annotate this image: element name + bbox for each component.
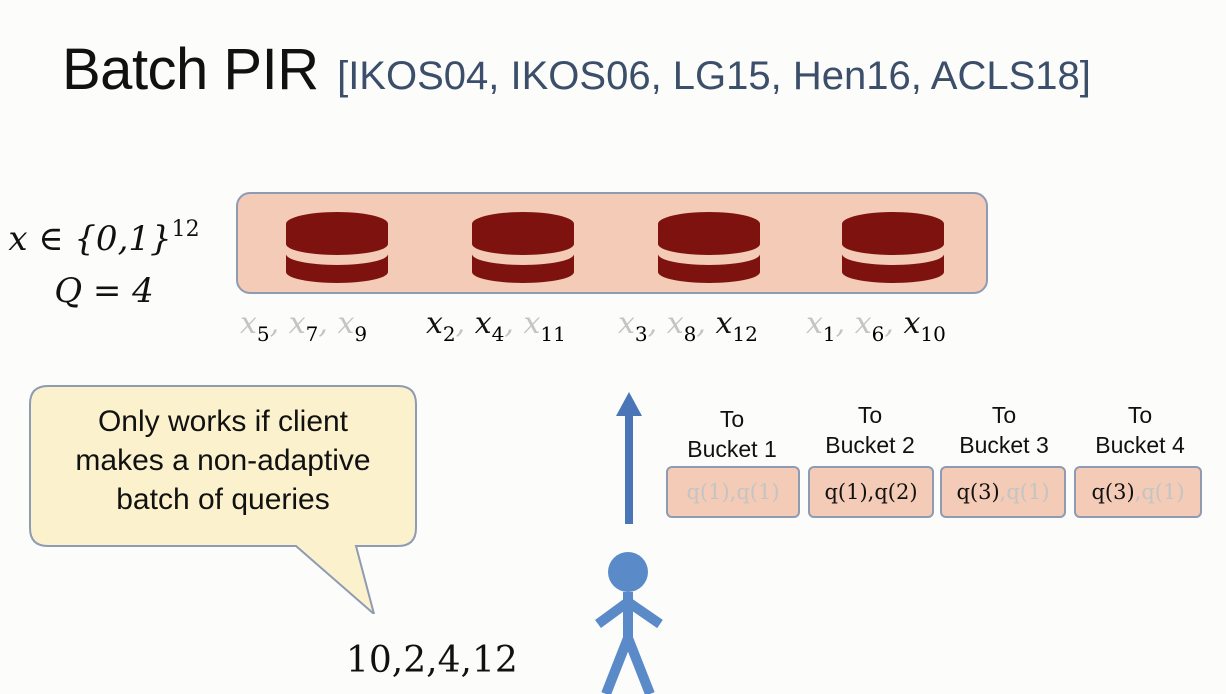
- bucket-label-to: To: [719, 406, 745, 432]
- bucket-1-contents: x5, x7, x9: [240, 306, 367, 346]
- requested-item: x: [474, 306, 492, 341]
- unrequested-item: x: [240, 306, 257, 341]
- callout-line: batch of queries: [116, 483, 330, 516]
- item-index: 7: [305, 322, 319, 346]
- item-index: 2: [442, 322, 456, 346]
- query-separator: ,: [729, 480, 737, 504]
- title-citations: [IKOS04, IKOS06, LG15, Hen16, ACLS18]: [337, 54, 1091, 98]
- query-count-formula: Q = 4: [54, 271, 154, 311]
- database-icon: [658, 212, 760, 283]
- database-size-formula: x ∈ {0,1}12: [4, 204, 204, 265]
- unrequested-item: x: [618, 306, 635, 341]
- bucket-2-contents: x2, x4, x11: [426, 306, 566, 346]
- item-index: 4: [491, 322, 505, 346]
- item-index: 9: [354, 322, 368, 346]
- server-buckets-box: [236, 192, 988, 294]
- bucket-label-to: To: [1127, 402, 1153, 428]
- item-separator: ,: [504, 306, 524, 341]
- callout-line: Only works if client: [97, 405, 349, 438]
- bucket-1-query-box: q(1), q(1): [666, 466, 800, 518]
- bucket-label-name: Bucket 2: [825, 432, 915, 458]
- item-separator: ,: [835, 306, 855, 341]
- item-index: 10: [920, 322, 946, 346]
- item-index: 11: [540, 322, 566, 346]
- item-separator: ,: [696, 306, 716, 341]
- database-icon: [842, 212, 944, 283]
- unrequested-item: x: [666, 306, 684, 341]
- bucket-label-name: Bucket 1: [687, 436, 777, 462]
- dummy-query: q(1): [736, 480, 780, 504]
- upload-arrow-icon: [616, 392, 642, 524]
- unrequested-item: x: [854, 306, 872, 341]
- bucket-label-name: Bucket 4: [1095, 432, 1185, 458]
- requested-item: x: [903, 306, 921, 341]
- slide-title: Batch PIR [IKOS04, IKOS06, LG15, Hen16, …: [62, 36, 1091, 103]
- item-separator: ,: [269, 306, 289, 341]
- dummy-query: q(1): [686, 480, 730, 504]
- bucket-label-name: Bucket 3: [959, 432, 1049, 458]
- bucket-label-to: To: [857, 402, 883, 428]
- parameters: x ∈ {0,1}12 Q = 4: [4, 204, 204, 317]
- bucket-contents: x5, x7, x9 x2, x4, x11 x3, x8, x12 x1, x…: [0, 306, 1226, 346]
- item-index: 1: [822, 322, 836, 346]
- unrequested-item: x: [523, 306, 541, 341]
- real-query: q(2): [874, 480, 918, 504]
- item-separator: ,: [318, 306, 338, 341]
- query-separator: ,: [867, 480, 875, 504]
- item-index: 12: [732, 322, 758, 346]
- title-main: Batch PIR: [62, 37, 319, 102]
- dummy-query: q(1): [1141, 480, 1185, 504]
- bucket-2-label: To Bucket 2: [806, 400, 934, 460]
- query-separator: ,: [1134, 480, 1142, 504]
- bucket-3-label: To Bucket 3: [940, 400, 1068, 460]
- item-separator: ,: [884, 306, 904, 341]
- unrequested-item: x: [337, 306, 355, 341]
- item-index: 3: [634, 322, 648, 346]
- real-query: q(3): [1091, 480, 1135, 504]
- database-size-exponent: 12: [171, 217, 200, 242]
- dummy-query: q(1): [1006, 480, 1050, 504]
- bucket-4-label: To Bucket 4: [1076, 400, 1204, 460]
- speech-bubble: [29, 385, 417, 614]
- callout-text: Only works if client makes a non-adaptiv…: [28, 402, 418, 519]
- requested-item: x: [426, 306, 443, 341]
- callout-line: makes a non-adaptive: [75, 444, 371, 477]
- query-separator: ,: [999, 480, 1007, 504]
- database-icon: [286, 212, 388, 283]
- database-domain: x ∈ {0,1}: [8, 219, 172, 259]
- real-query: q(1): [824, 480, 868, 504]
- database-icon: [472, 212, 574, 283]
- bucket-3-contents: x3, x8, x12: [618, 306, 758, 346]
- bucket-4-contents: x1, x6, x10: [806, 306, 946, 346]
- item-index: 5: [256, 322, 270, 346]
- item-index: 8: [683, 322, 697, 346]
- item-separator: ,: [647, 306, 667, 341]
- requested-item: x: [715, 306, 733, 341]
- unrequested-item: x: [806, 306, 823, 341]
- client-query-sequence: 10,2,4,12: [346, 640, 518, 681]
- bucket-1-label: To Bucket 1: [668, 404, 796, 464]
- bucket-2-query-box: q(1), q(2): [808, 466, 934, 518]
- item-separator: ,: [455, 306, 475, 341]
- real-query: q(3): [956, 480, 1000, 504]
- unrequested-item: x: [288, 306, 306, 341]
- item-index: 6: [871, 322, 885, 346]
- bucket-4-query-box: q(3), q(1): [1074, 466, 1202, 518]
- bucket-label-to: To: [991, 402, 1017, 428]
- client-person-icon: [595, 552, 663, 694]
- bucket-3-query-box: q(3), q(1): [940, 466, 1066, 518]
